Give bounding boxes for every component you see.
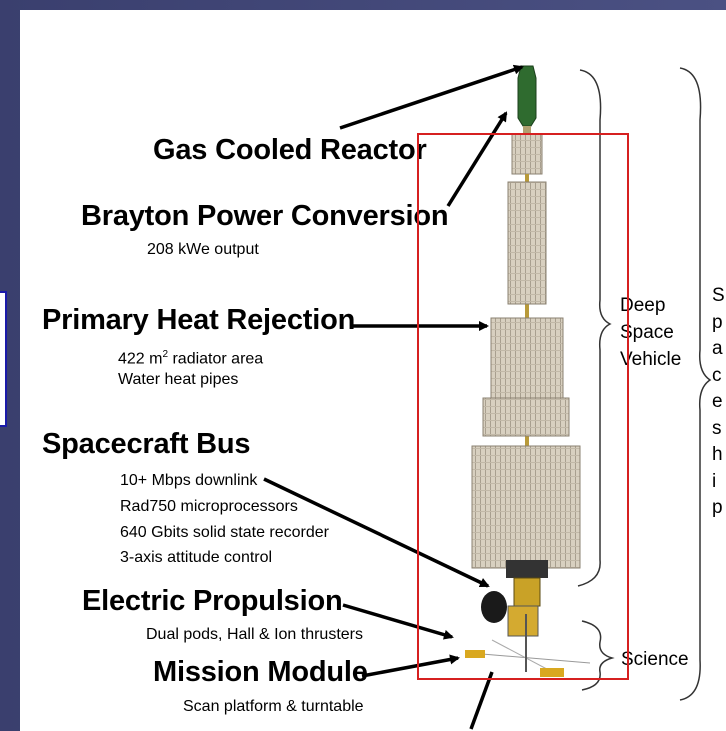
detail-downlink: 10+ Mbps downlink	[120, 472, 258, 489]
detail-thrusters: Dual pods, Hall & Ion thrusters	[146, 626, 363, 643]
label-brayton-power-conversion: Brayton Power Conversion	[81, 200, 449, 232]
label-gas-cooled-reactor: Gas Cooled Reactor	[153, 134, 427, 166]
detail-brayton-output: 208 kWe output	[147, 241, 259, 258]
label-spacecraft-bus: Spacecraft Bus	[42, 428, 251, 460]
spacecraft-bus	[465, 560, 591, 677]
detail-scan-platform: Scan platform & turntable	[183, 698, 364, 715]
label-mission-module: Mission Module	[153, 656, 368, 688]
detail-microprocessors: Rad750 microprocessors	[120, 498, 298, 515]
label-primary-heat-rejection: Primary Heat Rejection	[42, 304, 356, 336]
left-edge-card	[0, 291, 7, 427]
detail-radiator-area: 422 m2 radiator area	[118, 349, 264, 368]
leader-arrows	[263, 64, 524, 730]
slide	[20, 10, 726, 731]
detail-attitude-control: 3-axis attitude control	[120, 549, 273, 566]
deep-space-vehicle-label: Deep Space Vehicle	[620, 295, 682, 370]
detail-water-heat-pipes: Water heat pipes	[118, 371, 239, 388]
right-edge-text: S p a c e s h i p	[712, 285, 725, 518]
reactor-icon	[517, 65, 537, 134]
highlight-frame	[417, 133, 629, 680]
label-electric-propulsion: Electric Propulsion	[82, 585, 343, 617]
science-label: Science	[621, 649, 689, 670]
detail-recorder: 640 Gbits solid state recorder	[120, 524, 329, 541]
radiator-panels	[471, 181, 581, 569]
